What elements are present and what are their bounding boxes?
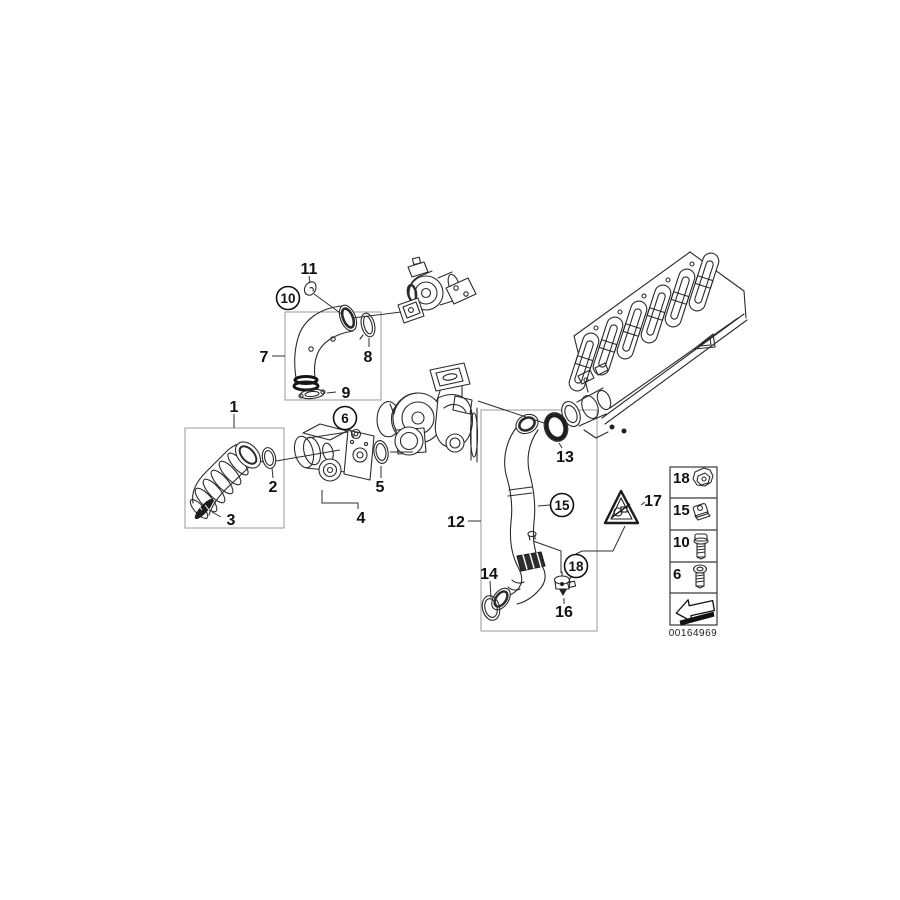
- legend-ref-10[interactable]: 10: [673, 534, 690, 551]
- washer-screw-icon: [692, 564, 708, 589]
- callout-2[interactable]: 2: [269, 479, 278, 496]
- clip-11-drawing: [303, 281, 317, 296]
- callout-7[interactable]: 7: [260, 349, 269, 366]
- fastener-legend: 18 15 10 6: [669, 466, 718, 626]
- callout-15[interactable]: 15: [554, 498, 570, 513]
- throttle-body-drawing: [293, 423, 375, 482]
- callout-circle-18[interactable]: [563, 553, 589, 579]
- callout-13[interactable]: 13: [556, 449, 574, 466]
- callout-14[interactable]: 14: [480, 566, 498, 583]
- callout-10[interactable]: 10: [280, 291, 295, 306]
- callout-8[interactable]: 8: [364, 349, 373, 366]
- turbocharger-small-drawing: [397, 256, 477, 324]
- o-ring-14-drawing: [481, 595, 501, 621]
- warning-triangle-drawing: [603, 489, 640, 525]
- corrugated-hose-drawing: [189, 441, 264, 519]
- flange-bolt-icon: [693, 533, 709, 560]
- callout-16[interactable]: 16: [555, 604, 573, 621]
- diagram-number: 00164969: [669, 628, 718, 639]
- cube-clip-icon: [692, 503, 711, 521]
- legend-ref-6[interactable]: 6: [673, 566, 681, 583]
- legend-ref-18[interactable]: 18: [673, 470, 690, 487]
- callout-circle-10[interactable]: [275, 285, 301, 311]
- o-ring-2-drawing: [261, 447, 277, 469]
- callout-3[interactable]: 3: [227, 512, 236, 529]
- callout-circle-6[interactable]: [332, 405, 358, 431]
- callout-5[interactable]: 5: [376, 479, 385, 496]
- callout-18[interactable]: 18: [568, 559, 584, 574]
- callout-17[interactable]: 17: [644, 493, 662, 510]
- legend-ref-15[interactable]: 15: [673, 502, 690, 519]
- direction-arrow-icon: [675, 599, 716, 626]
- leader-lines: [211, 275, 646, 604]
- callout-4[interactable]: 4: [357, 510, 366, 527]
- callout-circle-15[interactable]: [549, 492, 575, 518]
- callout-12[interactable]: 12: [447, 514, 465, 531]
- pressure-sensor-drawing: [553, 571, 577, 596]
- clip-bracket-icon: [692, 467, 714, 487]
- o-ring-13-drawing: [543, 412, 569, 442]
- profile-gasket-drawing: [194, 498, 214, 520]
- elbow-pipe-drawing: [292, 304, 358, 392]
- flat-gasket-9-drawing: [298, 388, 326, 400]
- callout-1[interactable]: 1: [230, 399, 239, 416]
- callout-11[interactable]: 11: [301, 261, 318, 278]
- callout-6[interactable]: 6: [341, 411, 349, 426]
- callout-9[interactable]: 9: [342, 385, 351, 402]
- o-ring-5-drawing: [373, 440, 389, 464]
- turbocharger-large-drawing: [376, 362, 479, 463]
- intake-manifold-drawing: [561, 251, 748, 439]
